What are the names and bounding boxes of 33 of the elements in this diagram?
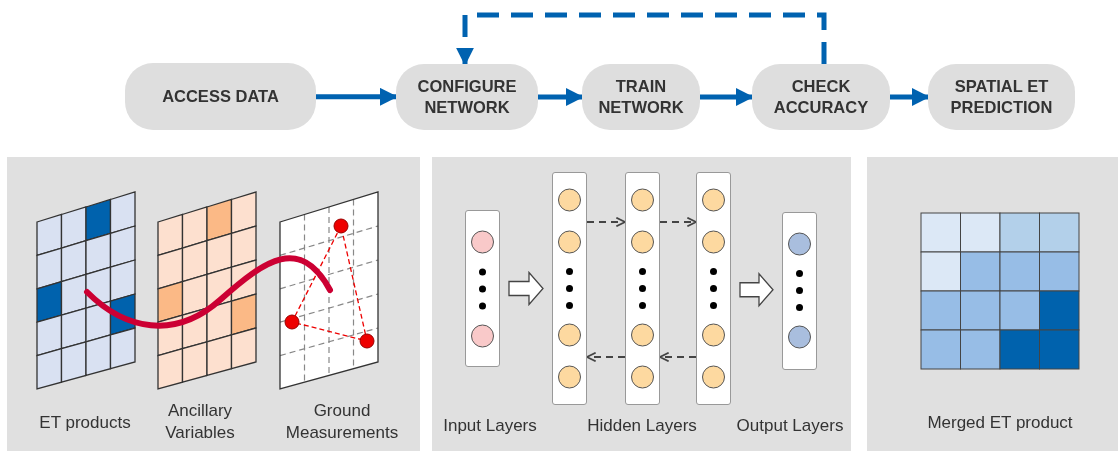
arrow [316,87,398,106]
layer-column [552,172,587,405]
dashed-arrow [586,216,626,228]
block-arrow [508,270,544,307]
layer-column [782,212,817,370]
caption: Input Layers [442,415,538,437]
layer-column [625,172,660,405]
arrow [890,88,930,106]
block-arrow [739,272,774,308]
arrow [538,88,584,106]
process-box [582,64,700,130]
caption: Ground Measurements [284,400,400,444]
step-label: ACCESS DATA [162,86,279,107]
process-box [752,64,890,130]
dashed-arrow [659,351,697,363]
dashed-arrow [586,351,626,363]
caption: Ancillary Variables [164,400,236,444]
process-box [396,64,538,130]
layer-column [465,210,500,367]
step-label: CHECK ACCURACY [772,76,870,118]
caption: ET products [38,412,132,434]
caption: Hidden Layers [586,415,698,437]
dashed-arrow [659,216,697,228]
arrow [700,88,754,106]
step-label: TRAIN NETWORK [597,76,685,118]
process-box [928,64,1075,130]
dashed-arrow [456,12,827,66]
caption: Output Layers [735,415,845,437]
layer-column [696,172,731,405]
step-label: CONFIGURE NETWORK [416,76,518,118]
process-box [125,63,316,130]
caption: Merged ET product [926,412,1074,434]
step-label: SPATIAL ET PREDICTION [949,76,1054,118]
